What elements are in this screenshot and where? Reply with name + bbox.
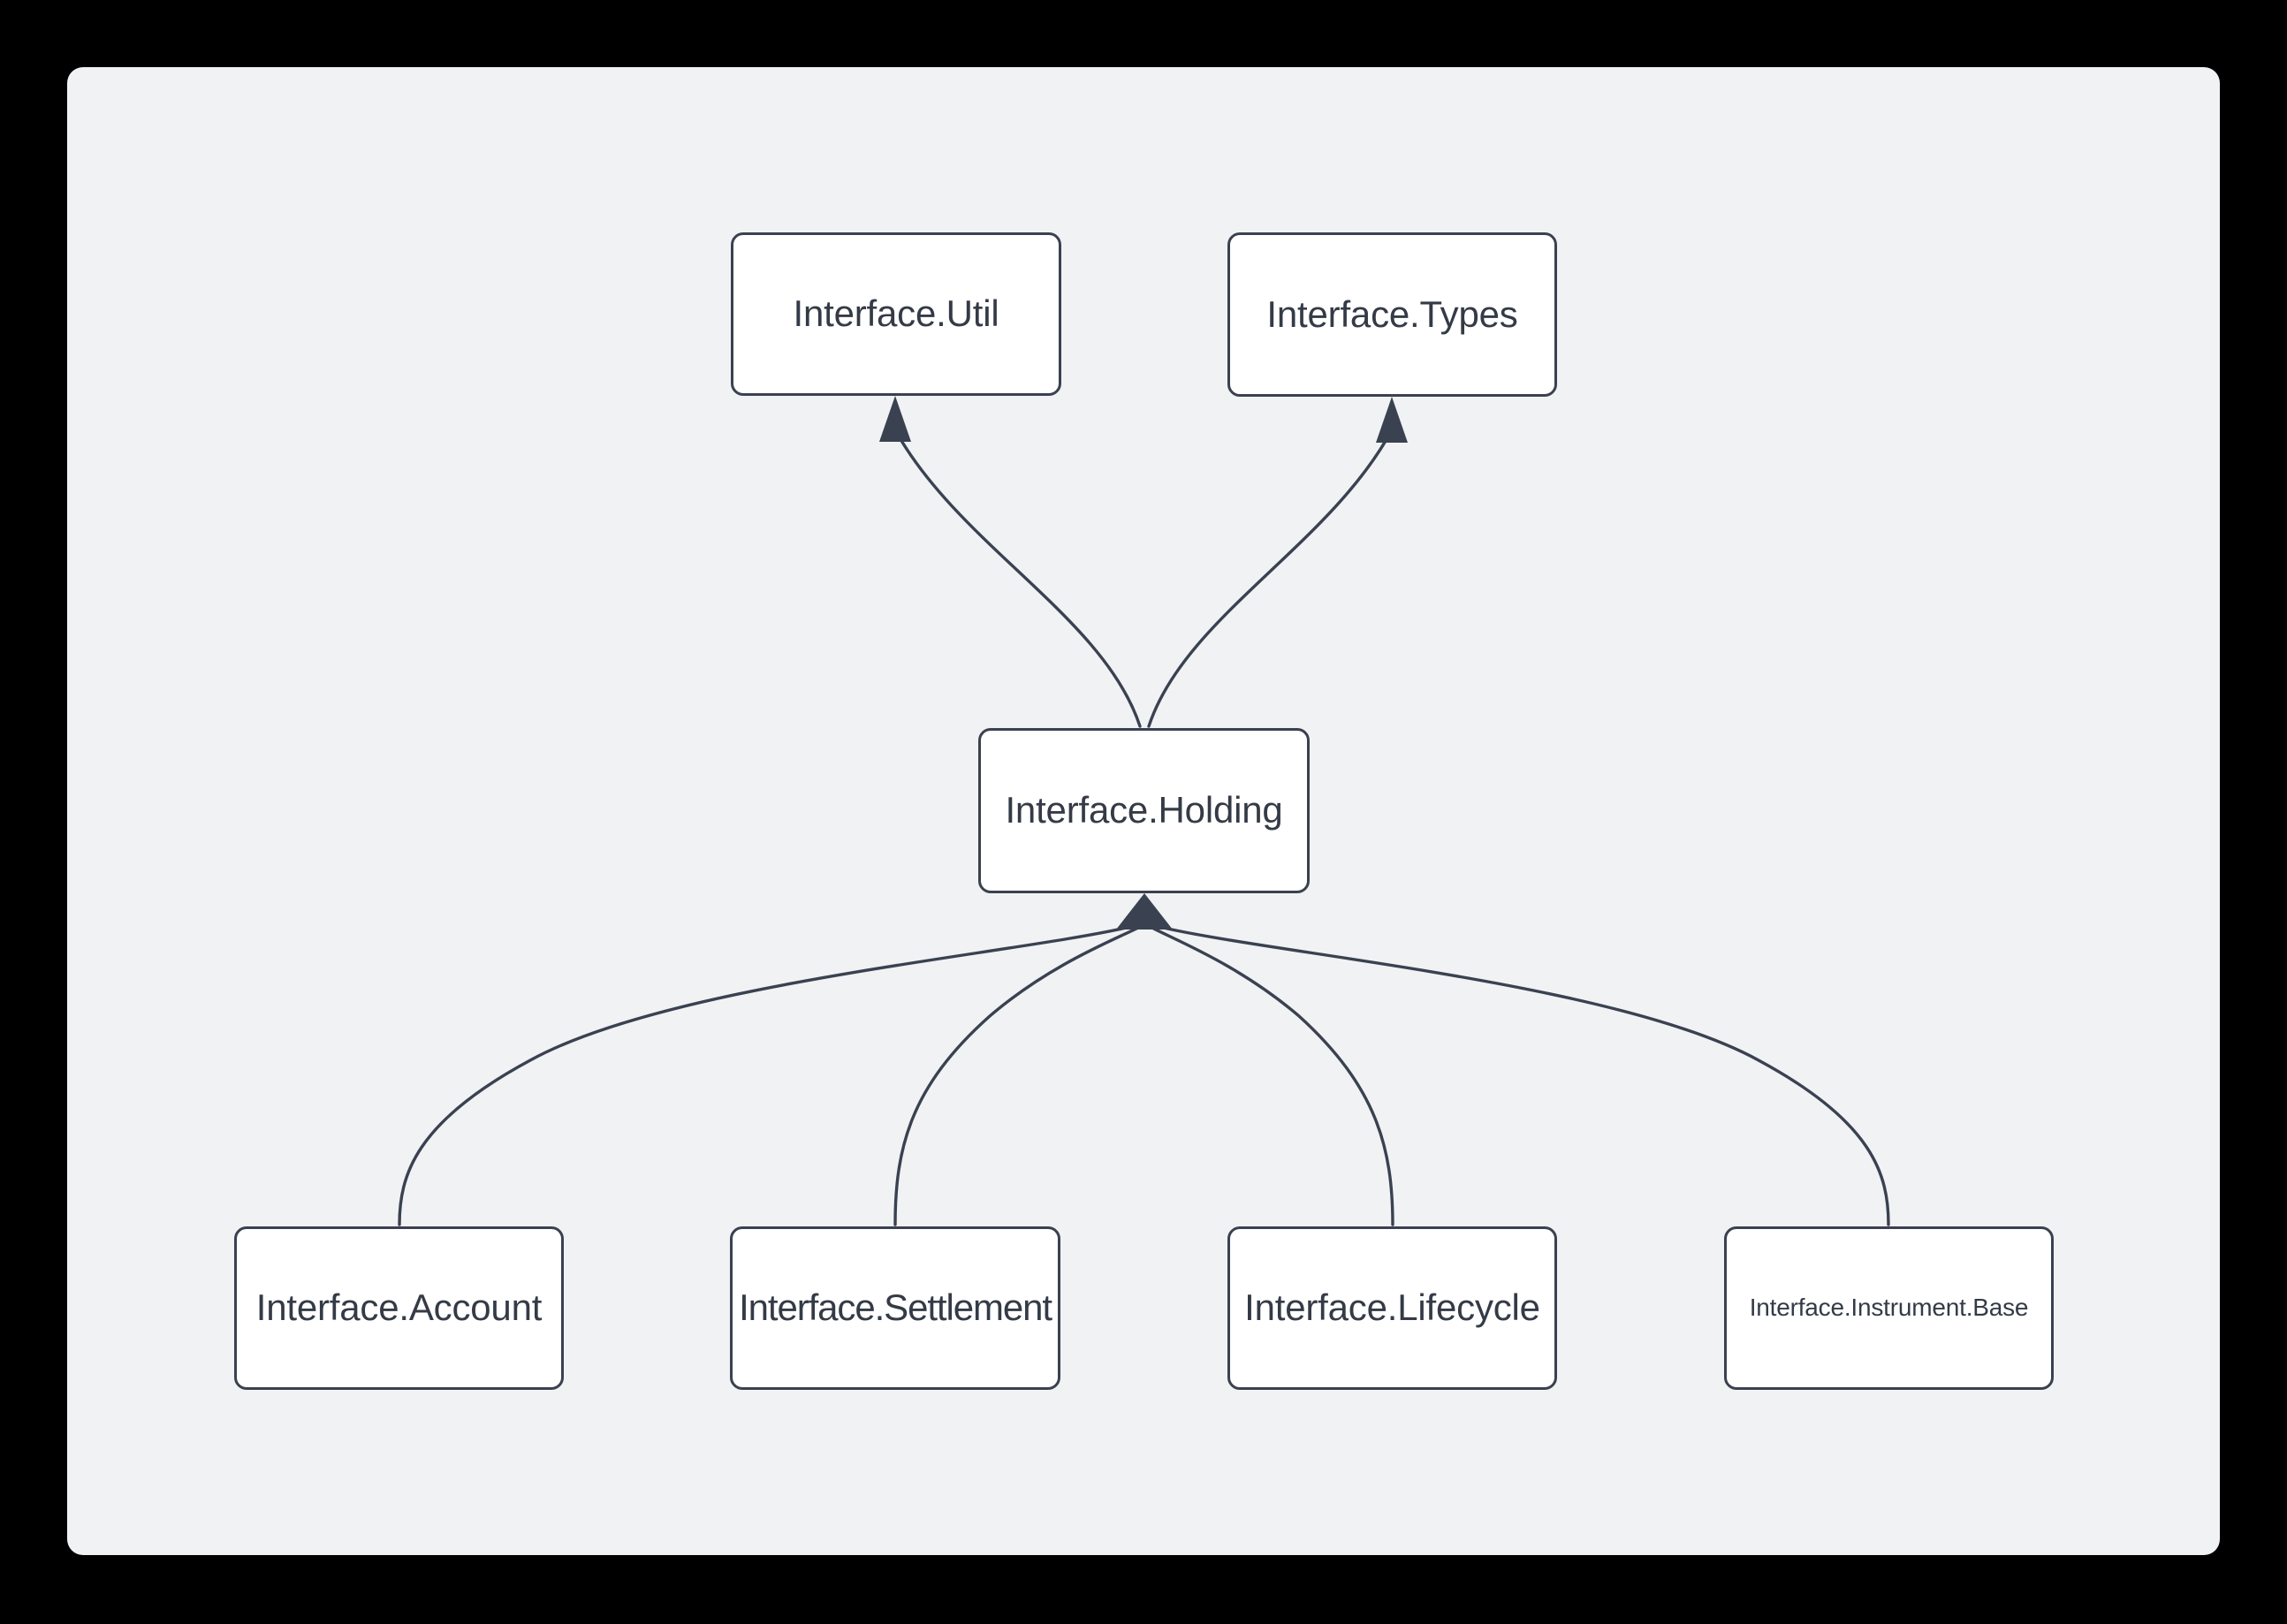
node-label-interface-util: Interface.Util <box>793 292 999 335</box>
node-interface-settlement[interactable]: Interface.Settlement <box>730 1226 1060 1390</box>
node-interface-instrument-base[interactable]: Interface.Instrument.Base <box>1724 1226 2054 1390</box>
node-label-interface-lifecycle: Interface.Lifecycle <box>1244 1286 1540 1329</box>
node-label-interface-types: Interface.Types <box>1266 292 1518 335</box>
node-interface-account[interactable]: Interface.Account <box>234 1226 564 1390</box>
node-label-interface-account: Interface.Account <box>255 1286 543 1329</box>
node-label-interface-instrument-base: Interface.Instrument.Base <box>1749 1294 2029 1322</box>
node-interface-types[interactable]: Interface.Types <box>1227 232 1557 397</box>
node-interface-util[interactable]: Interface.Util <box>731 232 1061 396</box>
node-interface-holding[interactable]: Interface.Holding <box>978 728 1310 893</box>
node-label-interface-settlement: Interface.Settlement <box>739 1286 1052 1329</box>
node-label-interface-holding: Interface.Holding <box>1005 789 1283 831</box>
node-interface-lifecycle[interactable]: Interface.Lifecycle <box>1227 1226 1557 1390</box>
